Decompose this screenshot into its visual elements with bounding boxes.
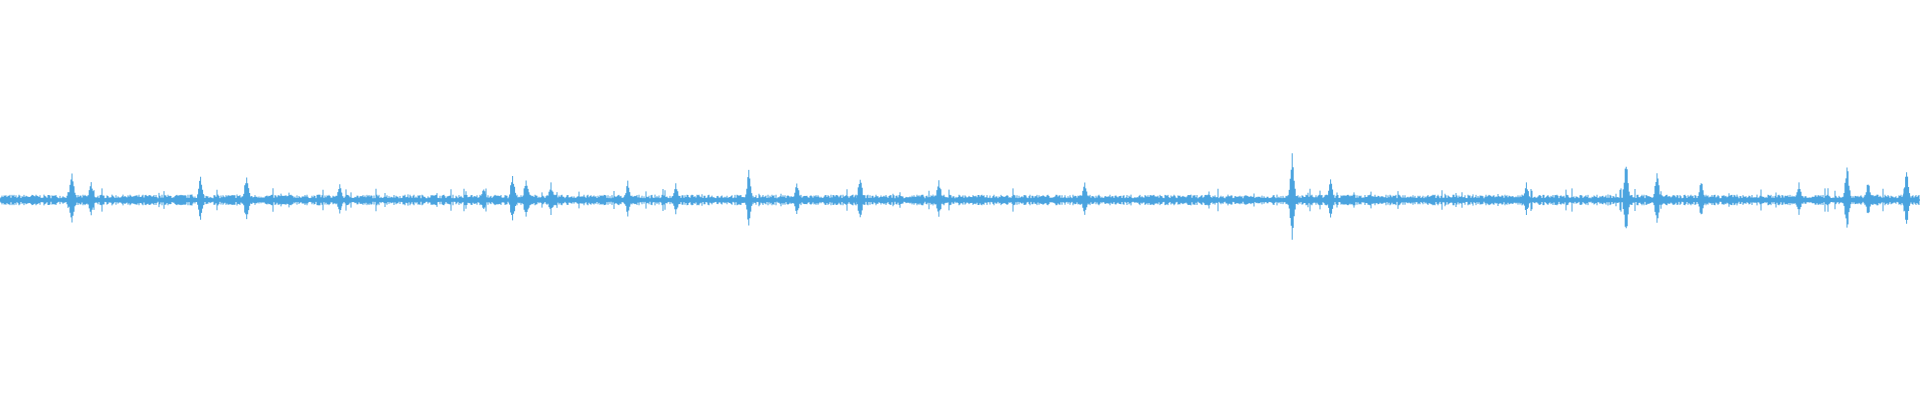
waveform-peak — [68, 173, 76, 223]
waveform-peak — [509, 176, 517, 221]
waveform-peak — [480, 189, 488, 209]
waveform-peak — [243, 177, 251, 220]
waveform-peak — [745, 169, 753, 226]
waveform-peak — [1795, 182, 1803, 215]
waveform-peak — [1697, 183, 1705, 215]
waveform-peak — [522, 180, 530, 217]
waveform-peak — [197, 176, 205, 220]
waveform-peak — [1081, 182, 1089, 215]
waveform-peak — [793, 183, 801, 214]
waveform-peak — [1622, 166, 1630, 229]
waveform-peak — [672, 183, 680, 215]
waveform-peak — [1903, 172, 1911, 224]
waveform-peak — [547, 182, 555, 215]
waveform-peak — [1288, 153, 1296, 240]
waveform-peak — [1327, 179, 1335, 218]
waveform-peak — [1653, 173, 1661, 223]
waveform-peak — [1843, 167, 1851, 228]
waveform-peak — [87, 182, 95, 216]
waveform-peak — [624, 180, 632, 217]
waveform-peak — [856, 179, 864, 218]
waveform-peak — [1864, 184, 1872, 214]
waveform-peak — [1522, 182, 1530, 215]
waveform-peak — [336, 184, 344, 214]
waveform-peak — [935, 180, 943, 217]
